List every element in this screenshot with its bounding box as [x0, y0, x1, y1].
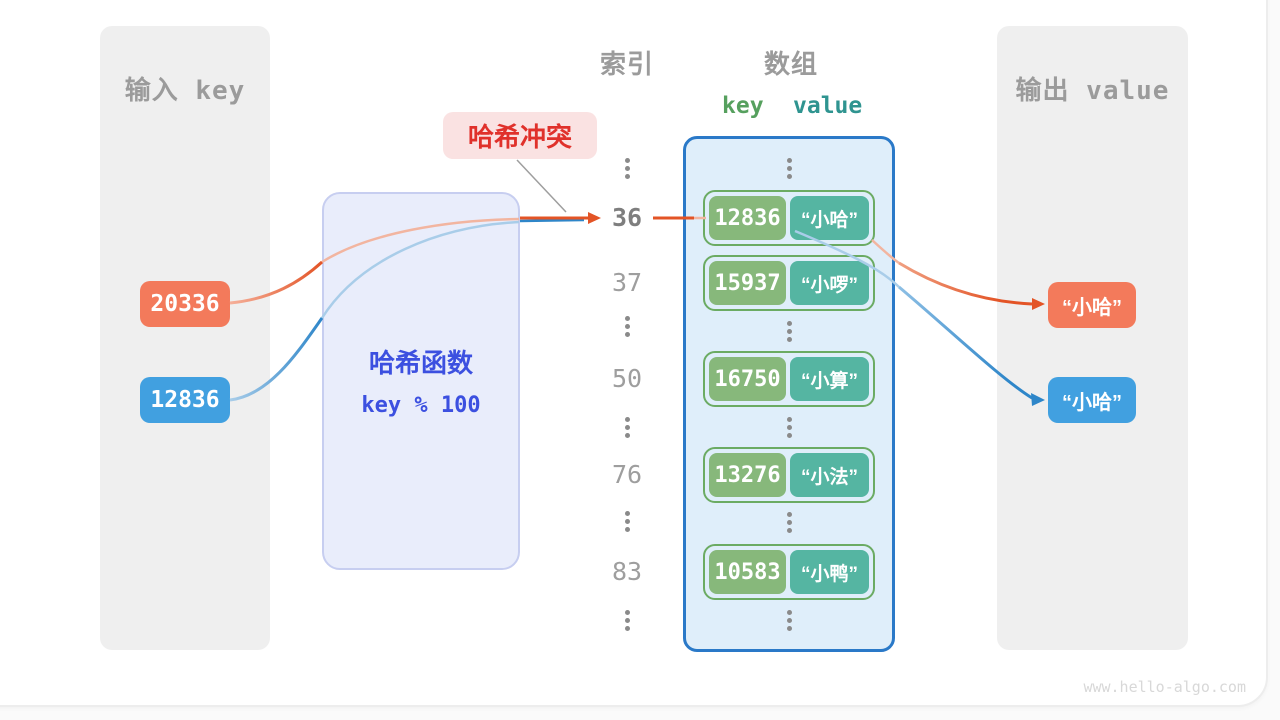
pair-value: “小算”	[790, 357, 869, 401]
input-panel: 输入 key	[100, 26, 270, 650]
array-dots	[774, 417, 804, 438]
index-column-title: 索引	[599, 49, 654, 79]
hash-function-box: 哈希函数 key % 100	[322, 192, 520, 570]
kv-pair-row: 15937 “小啰”	[703, 255, 875, 311]
index-dots	[612, 417, 642, 438]
array-dots	[774, 512, 804, 533]
output-panel-title: 输出 value	[1015, 76, 1170, 106]
pair-value: “小法”	[790, 453, 869, 497]
index-dots	[612, 610, 642, 631]
output-value-box-blue: “小哈”	[1048, 377, 1136, 423]
index-dots	[612, 511, 642, 532]
pair-value: “小哈”	[790, 196, 869, 240]
output-panel: 输出 value	[997, 26, 1188, 650]
index-row-83: 83	[611, 557, 643, 586]
kv-pair-row: 13276 “小法”	[703, 447, 875, 503]
array-dots	[774, 158, 804, 179]
pair-key: 16750	[709, 357, 786, 401]
index-row-76: 76	[611, 460, 643, 489]
pair-value: “小鸭”	[790, 550, 869, 594]
pair-key: 10583	[709, 550, 786, 594]
index-row-50: 50	[611, 364, 643, 393]
pair-key: 12836	[709, 196, 786, 240]
index-row-36: 36	[611, 203, 643, 232]
array-value-header: value	[793, 93, 863, 119]
input-key-box-12836: 12836	[140, 377, 230, 423]
input-panel-title: 输入 key	[124, 76, 246, 106]
collision-label: 哈希冲突	[443, 112, 597, 159]
array-dots	[774, 610, 804, 631]
hash-function-formula: key % 100	[361, 393, 481, 418]
kv-pair-row: 10583 “小鸭”	[703, 544, 875, 600]
kv-pair-row: 12836 “小哈”	[703, 190, 875, 246]
pair-key: 15937	[709, 261, 786, 305]
index-dots	[612, 158, 642, 179]
input-key-box-20336: 20336	[140, 281, 230, 327]
kv-pair-row: 16750 “小算”	[703, 351, 875, 407]
index-dots	[612, 316, 642, 337]
hash-function-title: 哈希函数	[368, 348, 473, 378]
index-row-37: 37	[611, 268, 643, 297]
watermark: www.hello-algo.com	[1083, 678, 1246, 696]
pair-key: 13276	[709, 453, 786, 497]
output-value-box-orange: “小哈”	[1048, 282, 1136, 328]
array-dots	[774, 321, 804, 342]
array-key-header: key	[722, 93, 764, 119]
pair-value: “小啰”	[790, 261, 869, 305]
array-column-title: 数组	[763, 49, 818, 79]
